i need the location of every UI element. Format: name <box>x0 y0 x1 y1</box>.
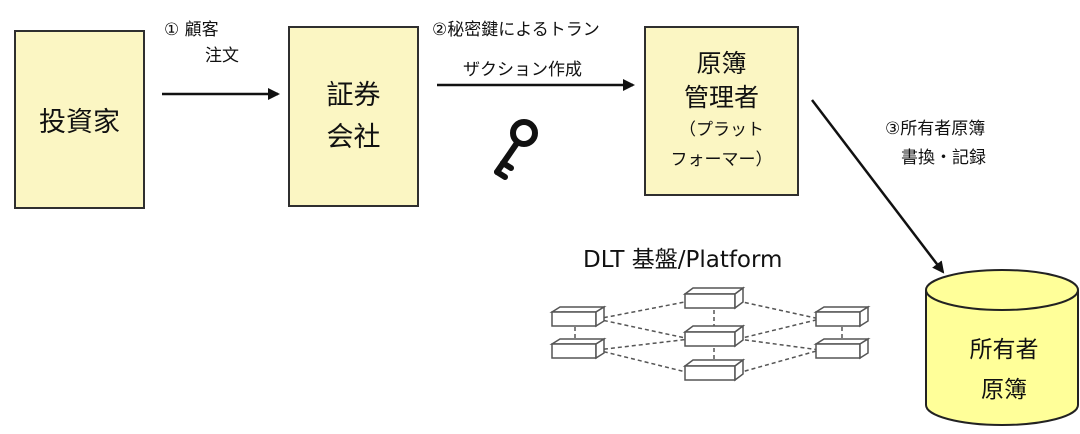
registry-label-line2: 管理者 <box>683 83 759 112</box>
arrow-registry-to-owner-db <box>811 99 945 274</box>
block-center-top <box>682 286 746 310</box>
blockchain-network-icon <box>549 286 871 382</box>
broker-label-line1: 証券 <box>326 79 381 111</box>
owner-registry-line2: 原簿 <box>981 377 1027 403</box>
step2-label-line1: ②秘密鍵によるトラン <box>432 20 600 40</box>
dlt-platform-label: DLT 基盤/Platform <box>583 247 783 273</box>
key-icon <box>494 119 538 180</box>
registry-manager-box: 原簿 管理者 （プラット フォーマー） <box>644 26 799 196</box>
database-cylinder-icon <box>925 269 1079 426</box>
step1-label-line2: 注文 <box>205 46 239 66</box>
step1-label-line1: ① 顧客 <box>164 20 219 40</box>
step2-label-line2: ザクション作成 <box>463 60 582 80</box>
registry-label-line1: 原簿 <box>696 49 747 78</box>
registry-label-line3: （プラット <box>679 120 764 140</box>
owner-registry-label: 所有者 原簿 <box>929 330 1079 410</box>
step3-label-line2: 書換・記録 <box>901 148 986 168</box>
registry-label-line4: フォーマー） <box>670 150 773 170</box>
block-center-bottom <box>682 358 746 382</box>
broker-label-line2: 会社 <box>326 121 381 153</box>
step3-label-line1: ③所有者原簿 <box>885 119 986 139</box>
block-left-top <box>549 305 607 328</box>
block-left-bottom <box>549 337 607 360</box>
broker-box: 証券 会社 <box>288 26 419 207</box>
investor-label: 投資家 <box>39 107 120 138</box>
block-center-middle <box>682 324 746 348</box>
block-right-bottom <box>813 337 871 360</box>
block-right-top <box>813 305 871 328</box>
owner-registry-line1: 所有者 <box>969 337 1039 363</box>
investor-box: 投資家 <box>14 30 145 209</box>
